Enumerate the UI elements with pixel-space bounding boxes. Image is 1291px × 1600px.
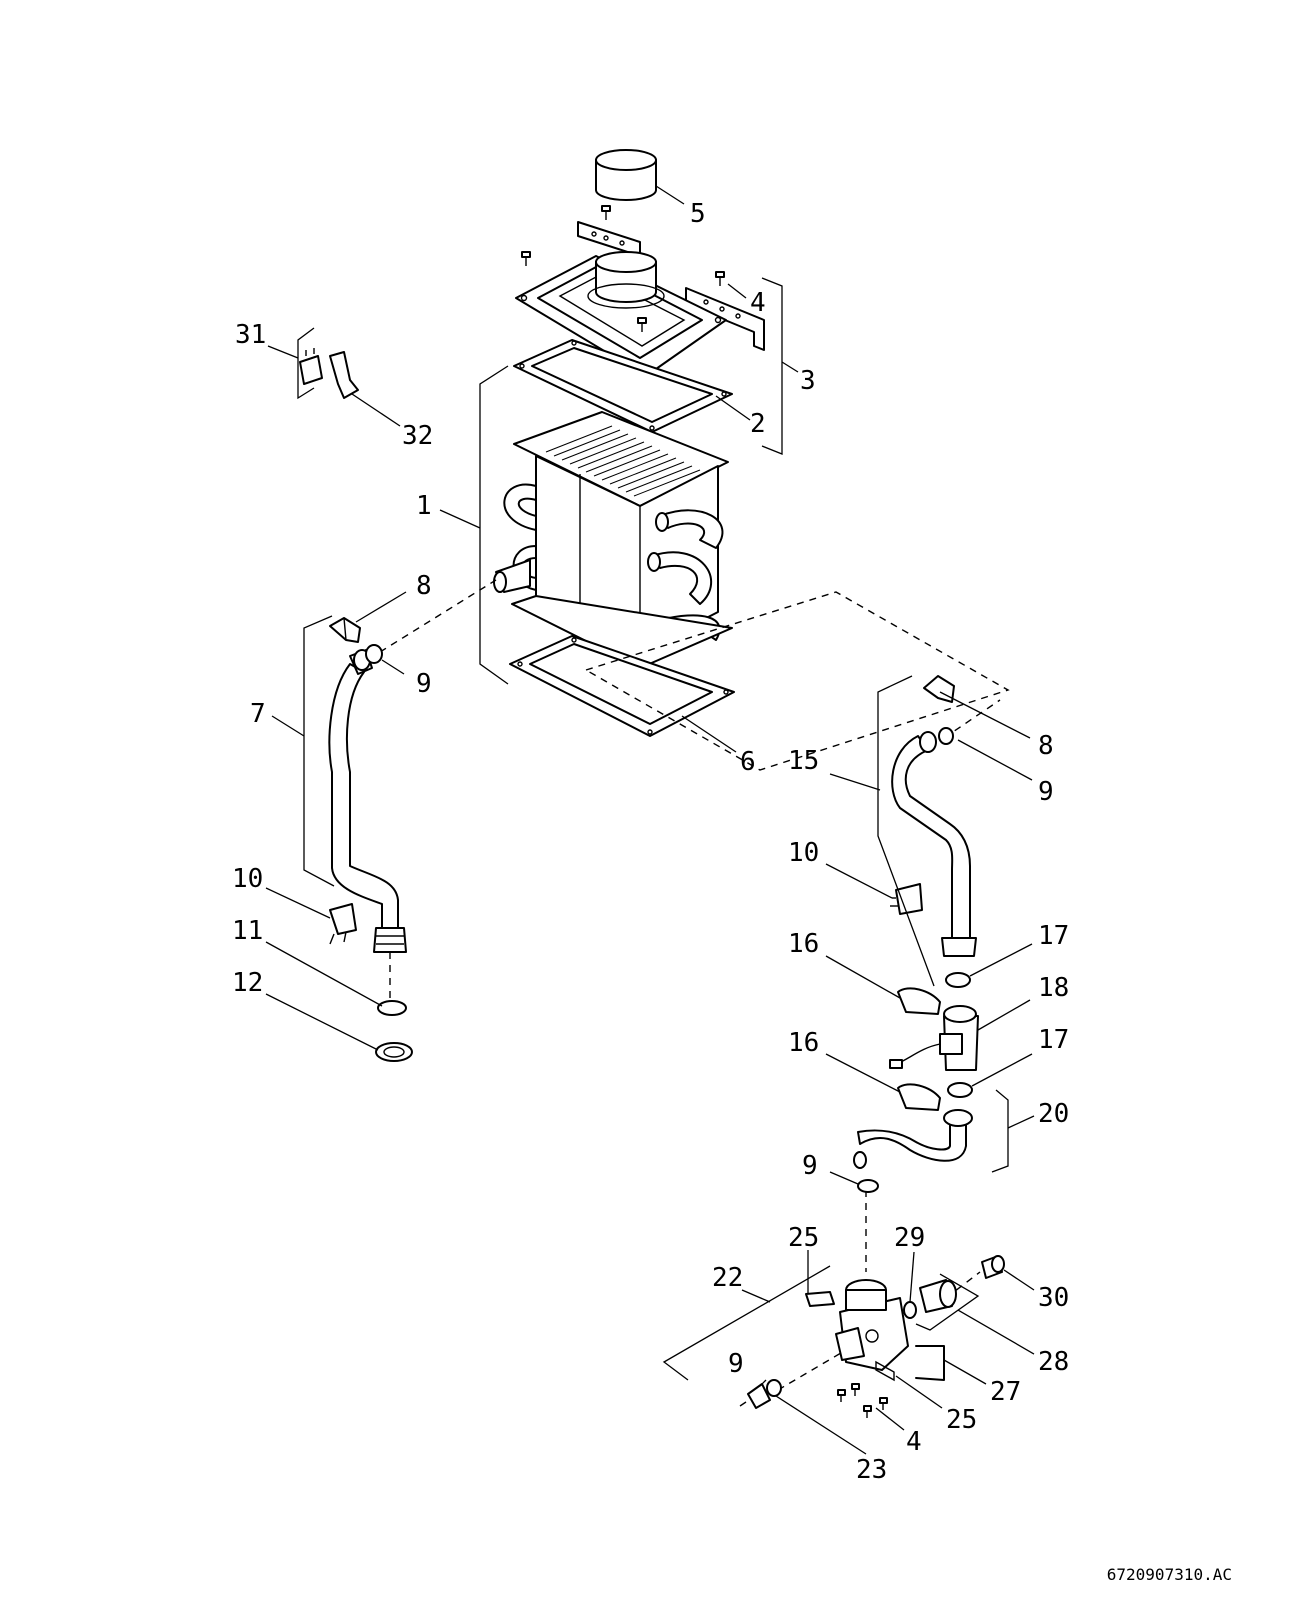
part-15-pipe — [891, 731, 977, 957]
callout-17: 17 — [1038, 1025, 1069, 1055]
callout-32: 32 — [402, 421, 433, 451]
callout-7: 7 — [250, 699, 266, 729]
callout-4: 4 — [750, 288, 766, 318]
part-17-o-ring — [945, 972, 971, 988]
callout-29: 29 — [894, 1223, 925, 1253]
callout-4: 4 — [906, 1427, 922, 1457]
part-9-o-ring — [365, 644, 383, 664]
part-12-nut — [375, 1042, 413, 1062]
callout-25: 25 — [788, 1223, 819, 1253]
callout-9: 9 — [416, 669, 432, 699]
callout-28: 28 — [1038, 1347, 1069, 1377]
callout-8: 8 — [416, 571, 432, 601]
part-7-pipe — [328, 649, 407, 953]
part-31-connector — [299, 348, 323, 385]
screw-icon — [715, 271, 725, 286]
screw-icon — [601, 205, 611, 220]
callout-8: 8 — [1038, 731, 1054, 761]
leader-lines — [265, 185, 1035, 1455]
part-8-clip — [923, 675, 955, 703]
callout-9: 9 — [728, 1349, 744, 1379]
part-28-fitting — [919, 1279, 957, 1313]
callout-11: 11 — [232, 916, 263, 946]
callout-1: 1 — [416, 491, 432, 521]
part-5-flue-collar — [595, 149, 657, 201]
callout-5: 5 — [690, 199, 706, 229]
part-8-clip — [329, 617, 361, 643]
screw-icon — [863, 1405, 872, 1418]
callout-16: 16 — [788, 1028, 819, 1058]
part-3-hood-assembly — [515, 205, 765, 377]
callout-12: 12 — [232, 968, 263, 998]
callout-10: 10 — [232, 864, 263, 894]
assembly-dashed-lines — [379, 579, 1010, 1391]
callout-9: 9 — [1038, 777, 1054, 807]
callout-15: 15 — [788, 746, 819, 776]
callout-22: 22 — [712, 1263, 743, 1293]
part-10-sensor — [890, 883, 923, 915]
document-reference: 6720907310.AC — [1107, 1565, 1232, 1584]
part-16-clip — [897, 1083, 941, 1111]
callout-25: 25 — [946, 1405, 977, 1435]
callout-2: 2 — [750, 409, 766, 439]
part-17-o-ring — [947, 1082, 973, 1098]
screw-icon — [851, 1383, 860, 1396]
part-23-drain-valve — [739, 1379, 782, 1409]
part-9-o-ring — [857, 1179, 879, 1193]
screw-icon — [837, 1389, 846, 1402]
heat-exchanger-fins — [545, 425, 701, 497]
part-22-valve-assembly — [805, 1255, 1005, 1418]
callout-23: 23 — [856, 1455, 887, 1485]
part-2-gasket — [513, 339, 733, 433]
callout-10: 10 — [788, 838, 819, 868]
callout-3: 3 — [800, 366, 816, 396]
part-18-flow-sensor — [889, 1005, 979, 1071]
part-6-bottom-gasket — [509, 635, 735, 737]
screw-icon — [521, 251, 531, 266]
callout-16: 16 — [788, 929, 819, 959]
part-10-sensor — [329, 903, 357, 945]
callout-9: 9 — [802, 1151, 818, 1181]
callout-18: 18 — [1038, 973, 1069, 1003]
callout-31: 31 — [235, 320, 266, 350]
part-9-o-ring — [938, 727, 954, 745]
group-brackets — [297, 277, 1009, 1381]
callout-labels: 5 4 3 2 1 6 7 8 9 31 32 10 11 12 15 8 9 … — [232, 199, 1069, 1485]
part-32-clip — [329, 351, 359, 399]
callout-30: 30 — [1038, 1283, 1069, 1313]
callout-27: 27 — [990, 1377, 1021, 1407]
part-30-plug — [981, 1255, 1005, 1279]
callout-17: 17 — [1038, 921, 1069, 951]
part-1-heat-exchanger — [493, 411, 733, 669]
part-16-clip — [897, 987, 941, 1015]
part-20-pipe — [853, 1109, 973, 1169]
callout-20: 20 — [1038, 1099, 1069, 1129]
part-11-ring — [377, 1000, 407, 1016]
callout-6: 6 — [740, 747, 756, 777]
screw-icon — [879, 1397, 888, 1410]
